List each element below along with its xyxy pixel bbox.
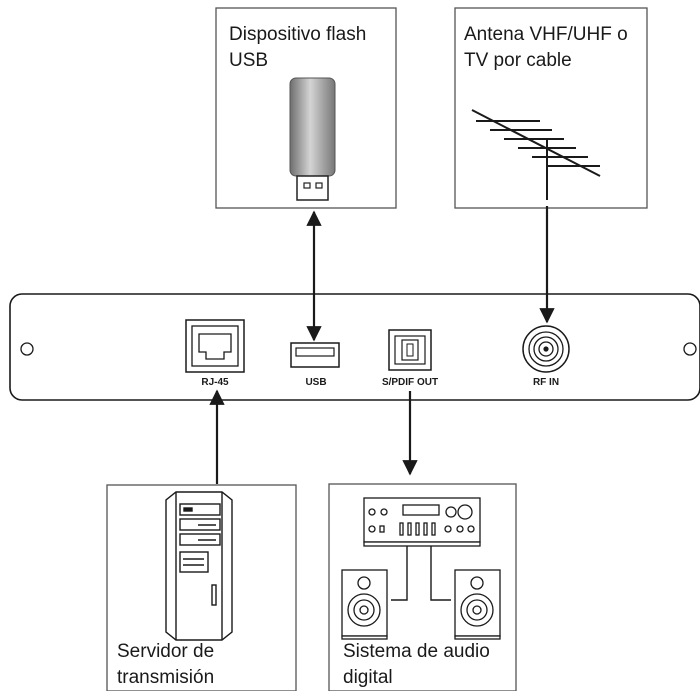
spdif-port-icon (388, 329, 432, 371)
audio-cables (391, 546, 451, 601)
antenna-box: Antena VHF/UHF o TV por cable (454, 7, 648, 209)
server-box: Servidor de transmisión (106, 484, 297, 691)
spdif-port-label: S/PDIF OUT (382, 377, 438, 388)
server-label-line1: Servidor de (117, 641, 214, 662)
antenna-label-line2: TV por cable (464, 50, 572, 71)
left-speaker-icon (341, 569, 388, 640)
antenna-icon (471, 109, 601, 200)
right-speaker-icon (454, 569, 501, 640)
amplifier-icon (363, 497, 481, 547)
left-screw-hole (20, 342, 34, 356)
server-tower-icon (165, 491, 233, 641)
usb-device-label-line2: USB (229, 50, 268, 71)
antenna-label-line1: Antena VHF/UHF o (464, 24, 628, 45)
usb-device-label-line1: Dispositivo flash (229, 24, 366, 45)
right-screw-hole (683, 342, 697, 356)
rj45-label: RJ-45 (201, 377, 229, 388)
audio-system-box: Sistema de audio digital (328, 483, 517, 691)
usb-port-label: USB (305, 377, 326, 388)
server-label-line2: transmisión (117, 667, 214, 688)
audio-label-line2: digital (343, 667, 393, 688)
receiver-panel: RJ-45 USB S/PDIF OUT RF IN (9, 293, 700, 401)
rf-in-port-label: RF IN (533, 377, 559, 388)
audio-label-line1: Sistema de audio (343, 641, 490, 662)
usb-device-box: Dispositivo flash USB (215, 7, 397, 209)
usb-flash-drive-icon (289, 77, 336, 201)
rf-in-port-icon (522, 325, 570, 373)
usb-port-icon (290, 342, 340, 368)
rj45-port-icon (185, 319, 245, 373)
